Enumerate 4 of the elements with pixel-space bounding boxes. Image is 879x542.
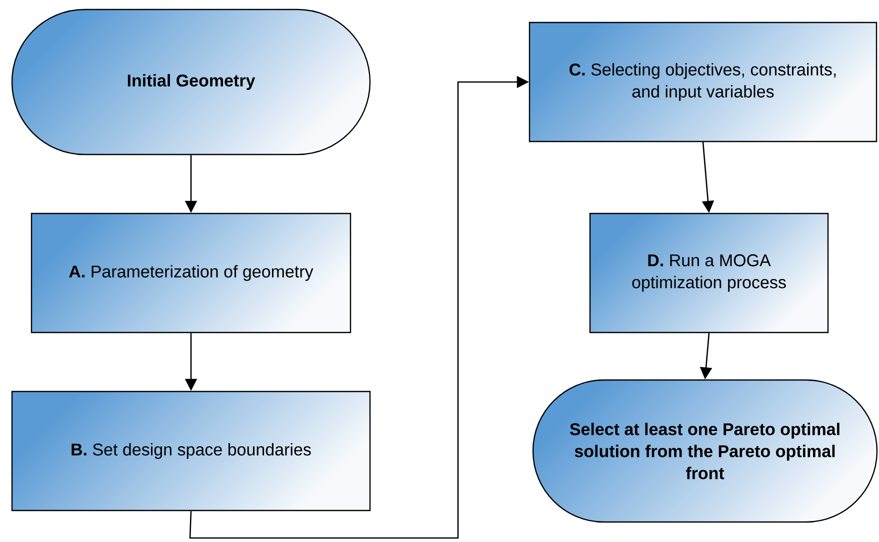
process-box: A. Parameterization of geometry	[30, 212, 352, 334]
process-box: B. Set design space boundaries	[11, 390, 371, 512]
process-box: D. Run a MOGA optimization process	[589, 212, 829, 334]
process-box: C. Selecting objectives, constraints, and input variables	[528, 22, 878, 142]
